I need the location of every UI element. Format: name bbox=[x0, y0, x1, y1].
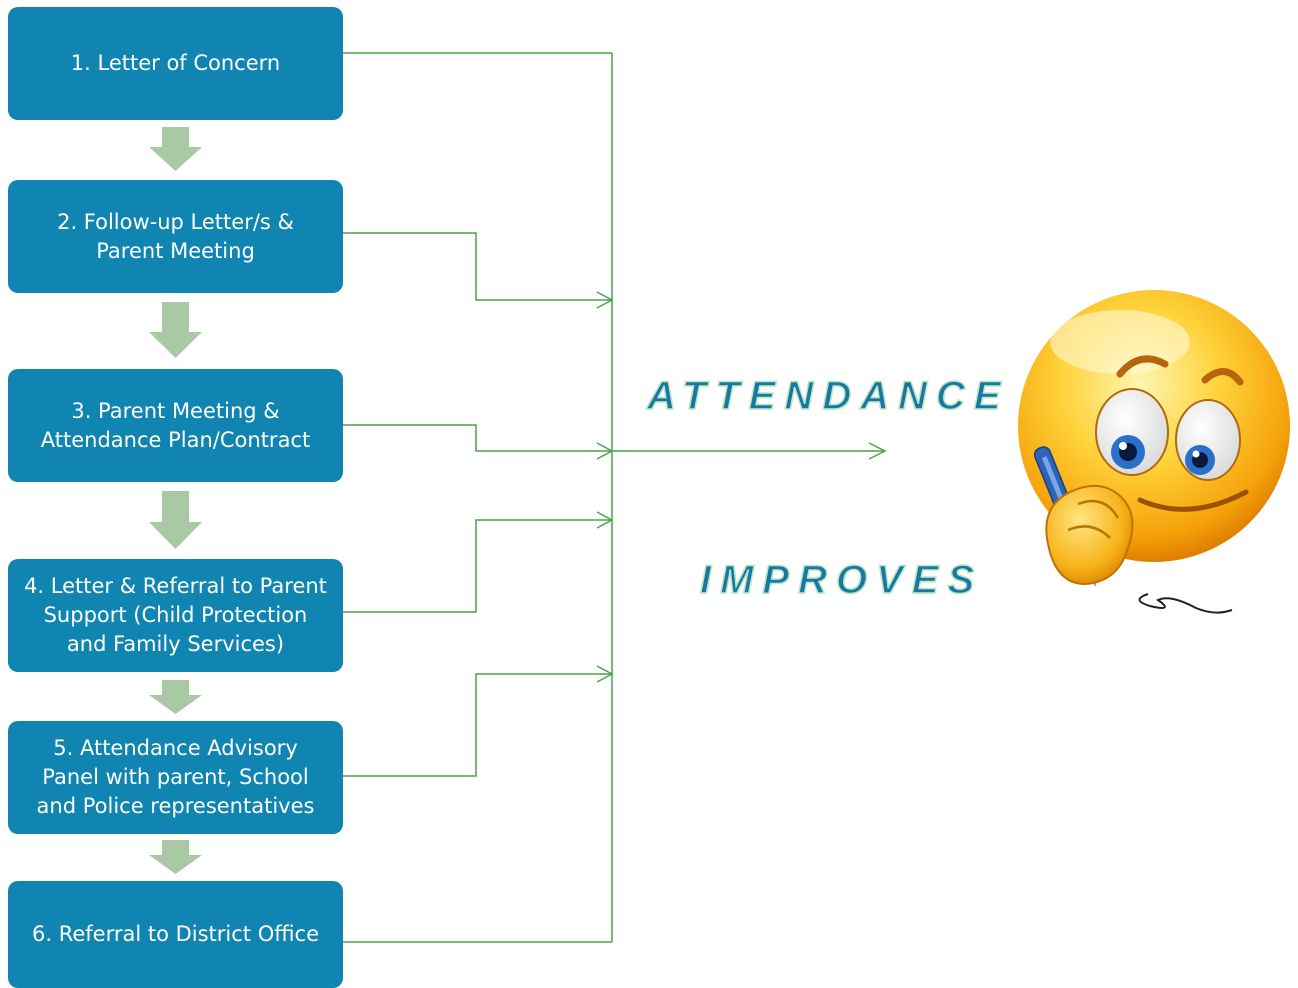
step-2-box: 2. Follow-up Letter/s & Parent Meeting bbox=[8, 180, 343, 293]
arrowhead-icon bbox=[596, 511, 614, 529]
connector-step-2 bbox=[343, 232, 612, 301]
down-arrow-icon bbox=[148, 840, 203, 875]
down-arrow-icon bbox=[148, 302, 203, 359]
down-arrow-icon bbox=[148, 680, 203, 715]
outcome-word-attendance: ATTENDANCE bbox=[646, 373, 1010, 419]
outcome-word-improves: IMPROVES bbox=[699, 557, 984, 603]
down-arrow-icon bbox=[148, 491, 203, 550]
down-arrow-icon bbox=[148, 127, 203, 172]
arrowhead-icon bbox=[596, 291, 614, 309]
step-3-box: 3. Parent Meeting & Attendance Plan/Cont… bbox=[8, 369, 343, 482]
arrowhead-icon bbox=[596, 665, 614, 683]
connector-step-4 bbox=[343, 519, 612, 613]
arrowhead-icon bbox=[868, 442, 887, 460]
connector-step-5 bbox=[343, 673, 612, 777]
step-5-box: 5. Attendance Advisory Panel with parent… bbox=[8, 721, 343, 834]
step-4-box: 4. Letter & Referral to Parent Support (… bbox=[8, 559, 343, 672]
step-1-box: 1. Letter of Concern bbox=[8, 7, 343, 120]
smiley-writing-icon bbox=[1018, 290, 1290, 614]
arrowhead-icon bbox=[596, 442, 614, 460]
step-6-box: 6. Referral to District Office bbox=[8, 881, 343, 988]
connector-step-3 bbox=[343, 424, 612, 452]
